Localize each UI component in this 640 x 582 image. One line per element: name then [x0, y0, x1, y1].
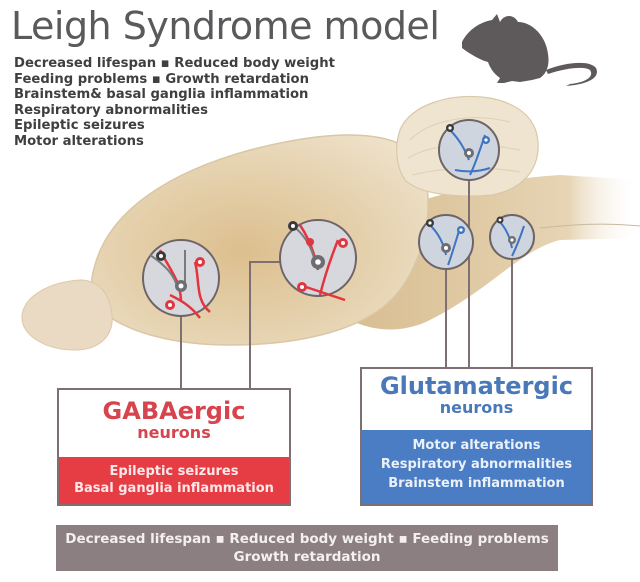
glutamatergic-neuron-circle — [489, 214, 535, 260]
gabaergic-neuron-circle — [279, 219, 357, 302]
glutamatergic-neuron-circle — [418, 214, 474, 270]
symptom-item: Decreased lifespan ▪ Reduced body weight — [14, 56, 335, 71]
glutamatergic-title: Glutamatergic — [379, 372, 574, 400]
shared-symptoms-line: Growth retardation — [233, 549, 381, 565]
gabaergic-box: GABAergic neurons Epileptic seizures Bas… — [57, 388, 291, 506]
figure-title: Leigh Syndrome model — [11, 4, 440, 48]
effect-item: Brainstem inflammation — [388, 476, 565, 491]
symptom-item: Motor alterations — [14, 133, 144, 149]
glutamatergic-subtitle: neurons — [439, 398, 514, 417]
connector-lines — [180, 180, 513, 389]
shared-symptoms-bar: Decreased lifespan ▪ Reduced body weight… — [56, 525, 558, 571]
effect-item: Respiratory abnormalities — [380, 457, 573, 472]
gabaergic-subtitle: neurons — [137, 423, 211, 442]
gabaergic-title: GABAergic — [102, 397, 246, 425]
effect-item: Epileptic seizures — [109, 464, 239, 479]
shared-symptoms-line: Decreased lifespan ▪ Reduced body weight… — [65, 531, 549, 547]
glutamatergic-effects: Motor alterations Respiratory abnormalit… — [362, 430, 591, 504]
effect-item: Motor alterations — [412, 438, 541, 453]
symptom-item: Epileptic seizures — [14, 118, 145, 133]
olfactory-bulb — [21, 279, 113, 351]
mouse-silhouette-icon — [462, 14, 597, 86]
glutamatergic-neuron-circle — [438, 119, 500, 181]
gabaergic-effects: Epileptic seizures Basal ganglia inflamm… — [59, 457, 289, 504]
effect-item: Basal ganglia inflammation — [74, 481, 274, 496]
symptom-item: Feeding problems ▪ Growth retardation — [14, 71, 309, 87]
symptom-item: Brainstem& basal ganglia inflammation — [14, 87, 309, 102]
symptom-item: Respiratory abnormalities — [14, 102, 208, 118]
glutamatergic-box: Glutamatergic neurons Motor alterations … — [360, 367, 593, 506]
gabaergic-neuron-circle — [142, 239, 220, 319]
symptom-list: Decreased lifespan ▪ Reduced body weight… — [14, 56, 335, 149]
